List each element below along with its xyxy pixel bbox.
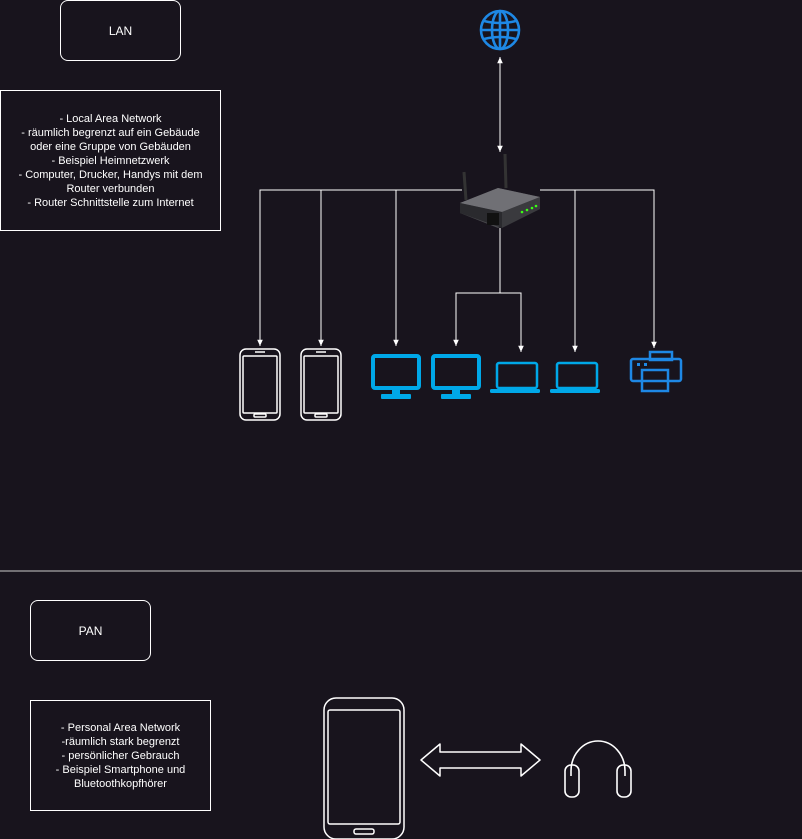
- headphones-icon: [564, 740, 632, 798]
- pan-description-line: - persönlicher Gebrauch: [61, 749, 180, 762]
- bluetooth-link-arrow: [420, 743, 541, 777]
- printer-icon: [629, 350, 683, 393]
- lan-description-line: - Computer, Drucker, Handys mit dem: [18, 168, 203, 181]
- router-icon: [460, 153, 540, 228]
- laptop-icon: [490, 361, 540, 393]
- pan-title-box: PAN: [30, 600, 151, 661]
- pan-description-box: - Personal Area Network -räumlich stark …: [30, 700, 211, 811]
- laptop-icon: [550, 361, 600, 393]
- pan-title: PAN: [78, 623, 103, 638]
- lan-connections: [257, 189, 657, 352]
- link-laptop-2: [540, 189, 578, 352]
- lan-description-line: - räumlich begrenzt auf ein Gebäude: [21, 126, 200, 139]
- lan-description-line: - Beispiel Heimnetzwerk: [51, 154, 170, 167]
- lan-description-line: Router verbunden: [66, 182, 155, 195]
- lan-description-line: - Router Schnittstelle zum Internet: [27, 196, 194, 209]
- lan-description-line: oder eine Gruppe von Gebäuden: [30, 140, 191, 153]
- smartphone-icon: [300, 348, 342, 421]
- globe-icon: [479, 9, 521, 51]
- pan-description-line: Bluetoothkopfhörer: [74, 777, 167, 790]
- smartphone-icon: [239, 348, 281, 421]
- pan-description-line: - Beispiel Smartphone und: [55, 763, 186, 776]
- smartphone-icon: [323, 697, 405, 839]
- pan-description-line: - Personal Area Network: [60, 721, 181, 734]
- link-monitor-2: [453, 228, 501, 346]
- lan-title-box: LAN: [60, 0, 181, 61]
- monitor-icon: [371, 354, 421, 399]
- link-printer: [575, 189, 657, 348]
- lan-description-line: - Local Area Network: [59, 112, 162, 125]
- monitor-icon: [431, 354, 481, 399]
- link-phone-1: [257, 189, 462, 346]
- link-laptop-1: [500, 292, 524, 352]
- lan-title: LAN: [108, 23, 133, 38]
- pan-description-line: -räumlich stark begrenzt: [61, 735, 180, 748]
- lan-description-box: - Local Area Network - räumlich begrenzt…: [0, 90, 221, 231]
